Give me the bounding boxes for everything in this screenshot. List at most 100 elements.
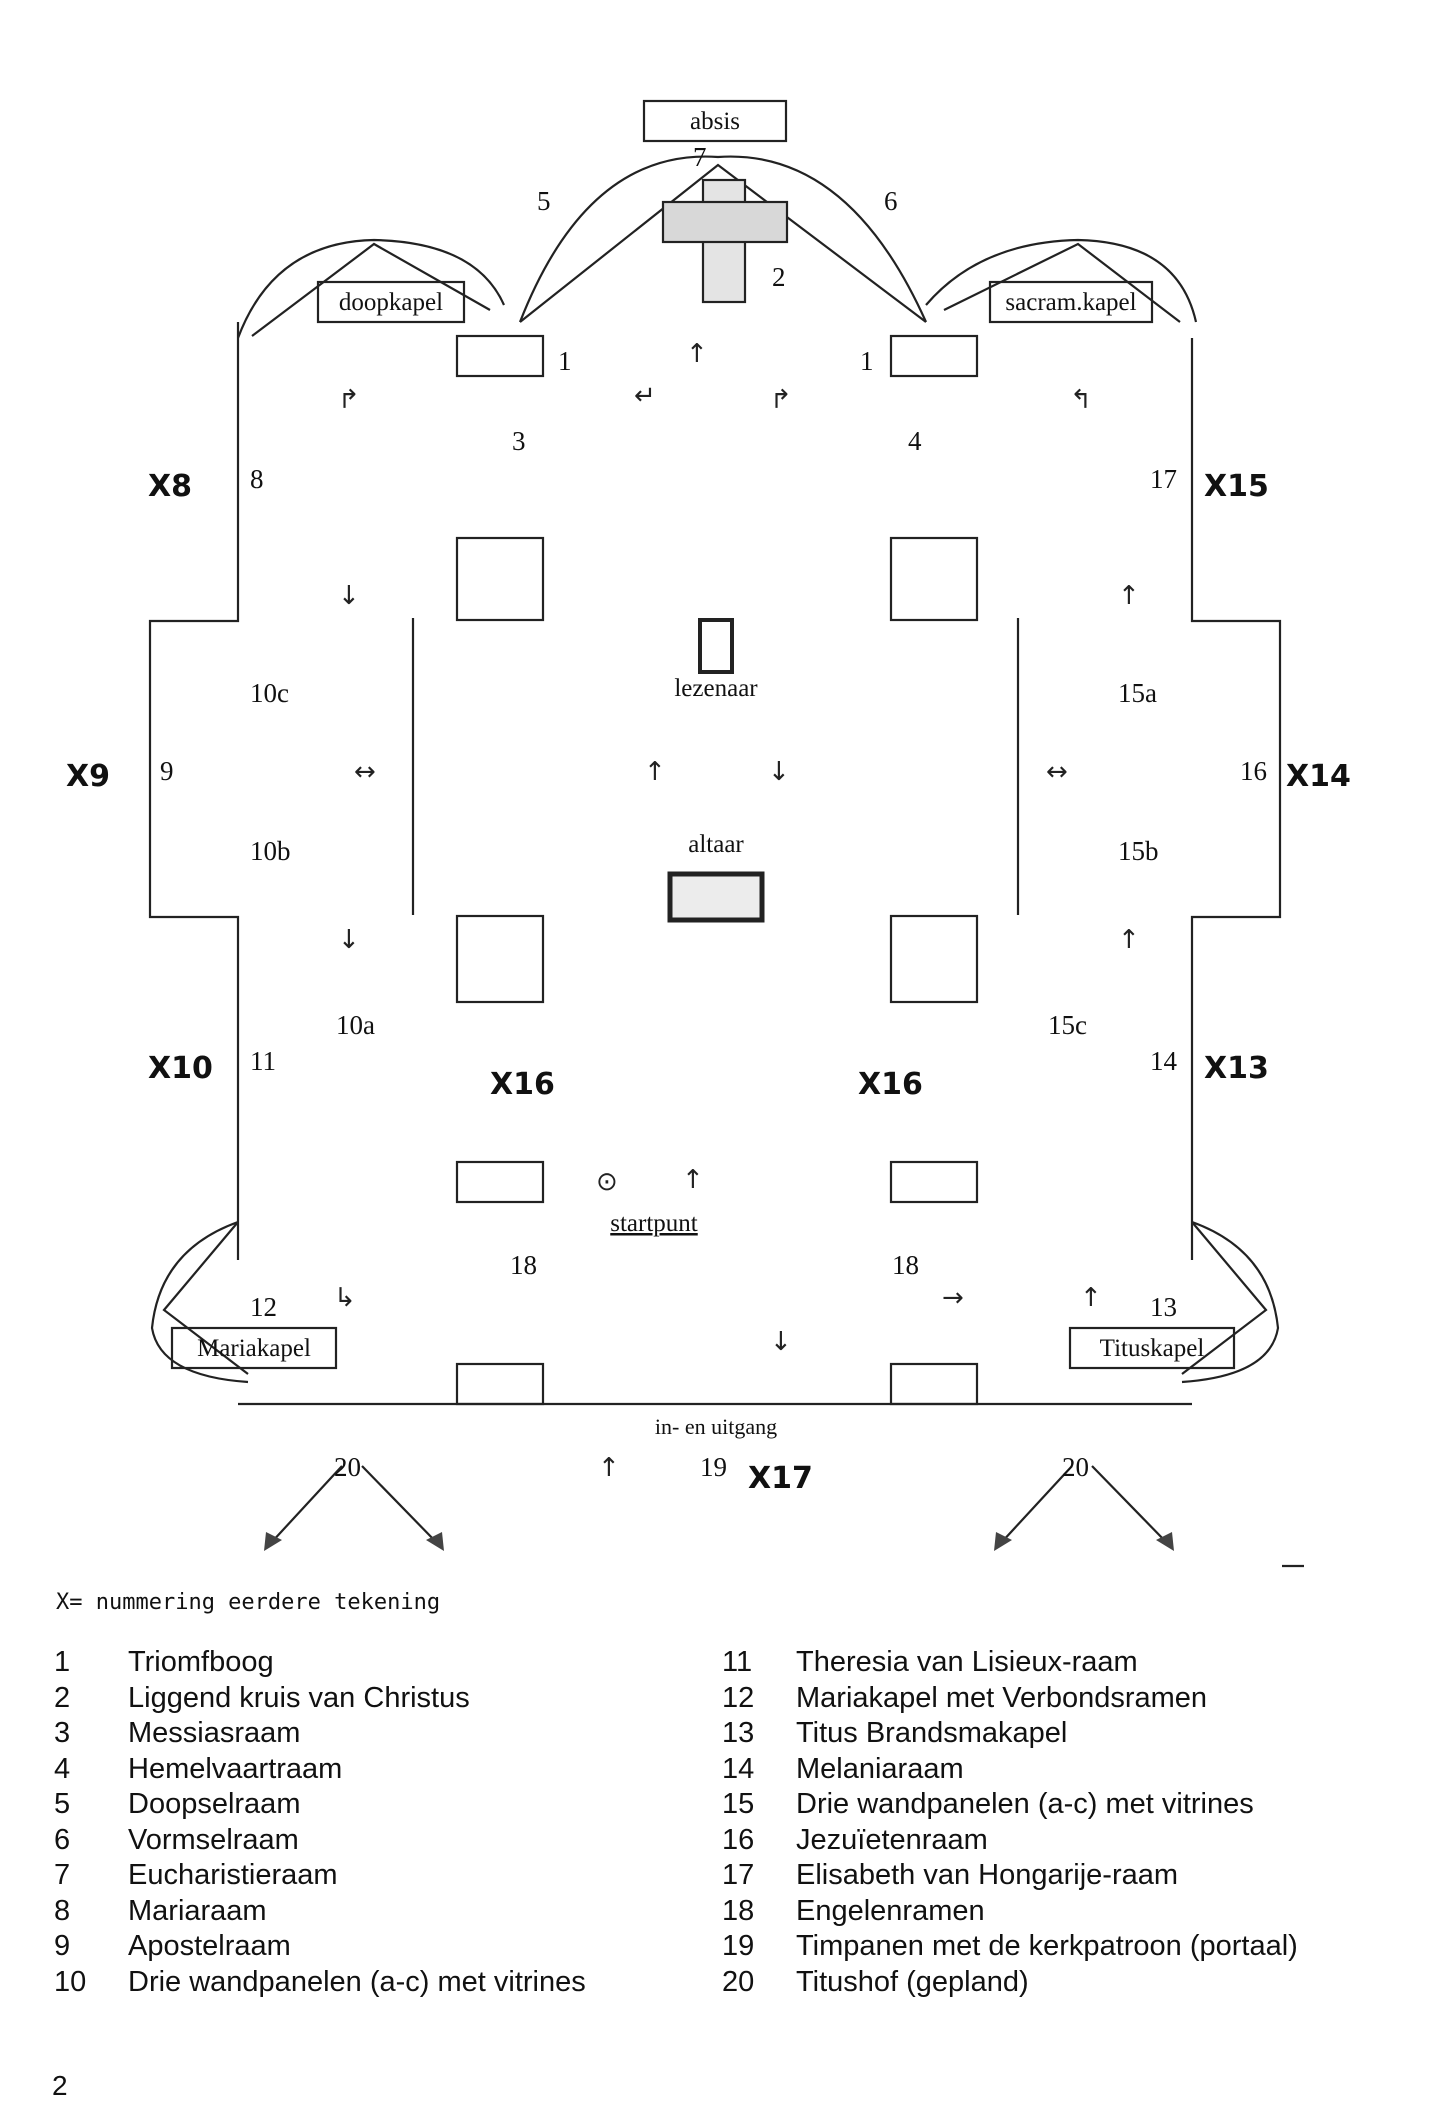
legend-item: 10 Drie wandpanelen (a-c) met vitrines xyxy=(54,1965,586,2001)
arrow-up-icon: ↑ xyxy=(1118,581,1140,611)
legend-item-label: Drie wandpanelen (a-c) met vitrines xyxy=(128,1965,586,1998)
number-label: 8 xyxy=(250,464,264,494)
number-label: 9 xyxy=(160,756,174,786)
number-label: 10c xyxy=(250,678,289,708)
absis-box xyxy=(642,99,788,143)
mariakapel-label: Mariakapel xyxy=(197,1335,311,1362)
hook-left-icon: ↰ xyxy=(1070,385,1092,415)
leftright-arrow-icon: ↔ xyxy=(354,757,376,787)
legend-item-label: Elisabeth van Hongarije-raam xyxy=(796,1859,1179,1891)
legend-item-label: Vormselraam xyxy=(128,1823,299,1856)
page-number: 2 xyxy=(52,2070,68,2101)
legend-item: 12 Mariakapel met Verbondsramen xyxy=(722,1681,1298,1717)
number-label: 15a xyxy=(1118,678,1157,708)
old-number-label: X15 xyxy=(1204,469,1269,504)
legend-item-number: 7 xyxy=(54,1859,71,1891)
doopkapel-arch xyxy=(236,238,506,339)
door-left xyxy=(455,1362,545,1406)
arrow-down-icon: ↓ xyxy=(338,581,360,611)
legend-item-label: Triomfboog xyxy=(128,1646,274,1678)
tituskapel-arch xyxy=(1181,1220,1280,1384)
mariakapel-arch xyxy=(150,1220,249,1384)
legend-item-label: Titushof (gepland) xyxy=(796,1965,1029,1998)
legend-item-label: Apostelraam xyxy=(128,1930,291,1962)
legend-item-number: 15 xyxy=(722,1788,755,1820)
altaar-label: altaar xyxy=(688,831,744,858)
outer-wall-right xyxy=(1190,338,1282,1232)
number-label: 18 xyxy=(510,1250,537,1280)
pillar xyxy=(889,536,979,622)
number-label: 20 xyxy=(334,1452,361,1482)
number-label: 1 xyxy=(860,346,874,376)
entrance-label: in- en uitgang xyxy=(655,1414,777,1439)
legend-item-number: 17 xyxy=(722,1859,755,1891)
apse-arch xyxy=(518,155,928,323)
tituskapel-label: Tituskapel xyxy=(1100,1335,1205,1362)
lectern xyxy=(698,618,734,674)
number-label: 19 xyxy=(700,1452,727,1482)
legend-item-label: Mariakapel met Verbondsramen xyxy=(796,1681,1208,1714)
legend-item-number: 9 xyxy=(54,1930,71,1962)
arrow-down-icon: ↓ xyxy=(338,925,360,955)
legend-item-number: 18 xyxy=(722,1894,755,1927)
old-number-label: X17 xyxy=(748,1461,813,1496)
corner-right-icon: ↳ xyxy=(334,1283,356,1313)
legend-item-label: Timpanen met de kerkpatroon (portaal) xyxy=(796,1930,1298,1962)
number-label: 10b xyxy=(250,836,291,866)
arrow-down-icon: ↓ xyxy=(770,1327,792,1357)
old-number-label: X8 xyxy=(148,469,192,504)
number-label: 7 xyxy=(693,142,707,172)
legend-item-number: 10 xyxy=(54,1965,87,1998)
legend-note: X= nummering eerdere tekening xyxy=(56,1590,441,1615)
legend-item-number: 3 xyxy=(54,1717,71,1749)
old-number-label: X16 xyxy=(858,1067,923,1102)
arrow-up-icon: ↑ xyxy=(686,339,708,369)
window-1-right xyxy=(889,334,979,378)
legend-item-number: 16 xyxy=(722,1823,755,1856)
doopkapel-box xyxy=(316,280,466,324)
number-label: 14 xyxy=(1150,1046,1178,1076)
legend-item-label: Titus Brandsmakapel xyxy=(796,1717,1068,1749)
legend-item-number: 5 xyxy=(54,1788,71,1820)
church-floor-plan: absis doopkapel sacram.kapel lezenaar al… xyxy=(66,99,1351,1568)
arrow-up-icon: ↑ xyxy=(682,1165,704,1195)
sacramkapel-arch xyxy=(925,238,1198,323)
number-label: 1 xyxy=(558,346,572,376)
old-number-label: X16 xyxy=(490,1067,555,1102)
arrow-up-icon: ↑ xyxy=(598,1453,620,1483)
arrow-right-icon: → xyxy=(942,1283,964,1313)
legend-item-number: 12 xyxy=(722,1681,755,1714)
legend-item-label: Theresia van Lisieux-raam xyxy=(796,1646,1138,1678)
corner-down-right-icon: ↱ xyxy=(338,385,360,415)
absis-label: absis xyxy=(690,108,740,135)
number-label: 13 xyxy=(1150,1292,1177,1322)
arrow-up-icon: ↑ xyxy=(644,757,666,787)
legend-item-number: 13 xyxy=(722,1717,755,1749)
window-1-left xyxy=(455,334,545,378)
arrow-down-icon: ↓ xyxy=(768,757,790,787)
number-label: 15c xyxy=(1048,1010,1087,1040)
number-label: 17 xyxy=(1150,464,1177,494)
old-number-label: X9 xyxy=(66,759,110,794)
altar xyxy=(667,871,765,923)
old-number-label: X14 xyxy=(1286,759,1351,794)
number-label: 4 xyxy=(908,426,922,456)
number-label: 5 xyxy=(537,186,551,216)
legend-item-label: Drie wandpanelen (a-c) met vitrines xyxy=(796,1788,1254,1820)
number-label: 3 xyxy=(512,426,526,456)
legend-item-label: Mariaraam xyxy=(128,1894,267,1927)
outer-wall xyxy=(148,322,240,1232)
legend-item: 9 Apostelraam xyxy=(54,1929,586,1965)
legend-item-label: Messiasraam xyxy=(128,1717,301,1749)
sacramkapel-box xyxy=(988,280,1154,324)
window-18-left xyxy=(455,1160,545,1204)
door-right xyxy=(889,1362,979,1406)
arrow-up-icon: ↑ xyxy=(1118,925,1140,955)
